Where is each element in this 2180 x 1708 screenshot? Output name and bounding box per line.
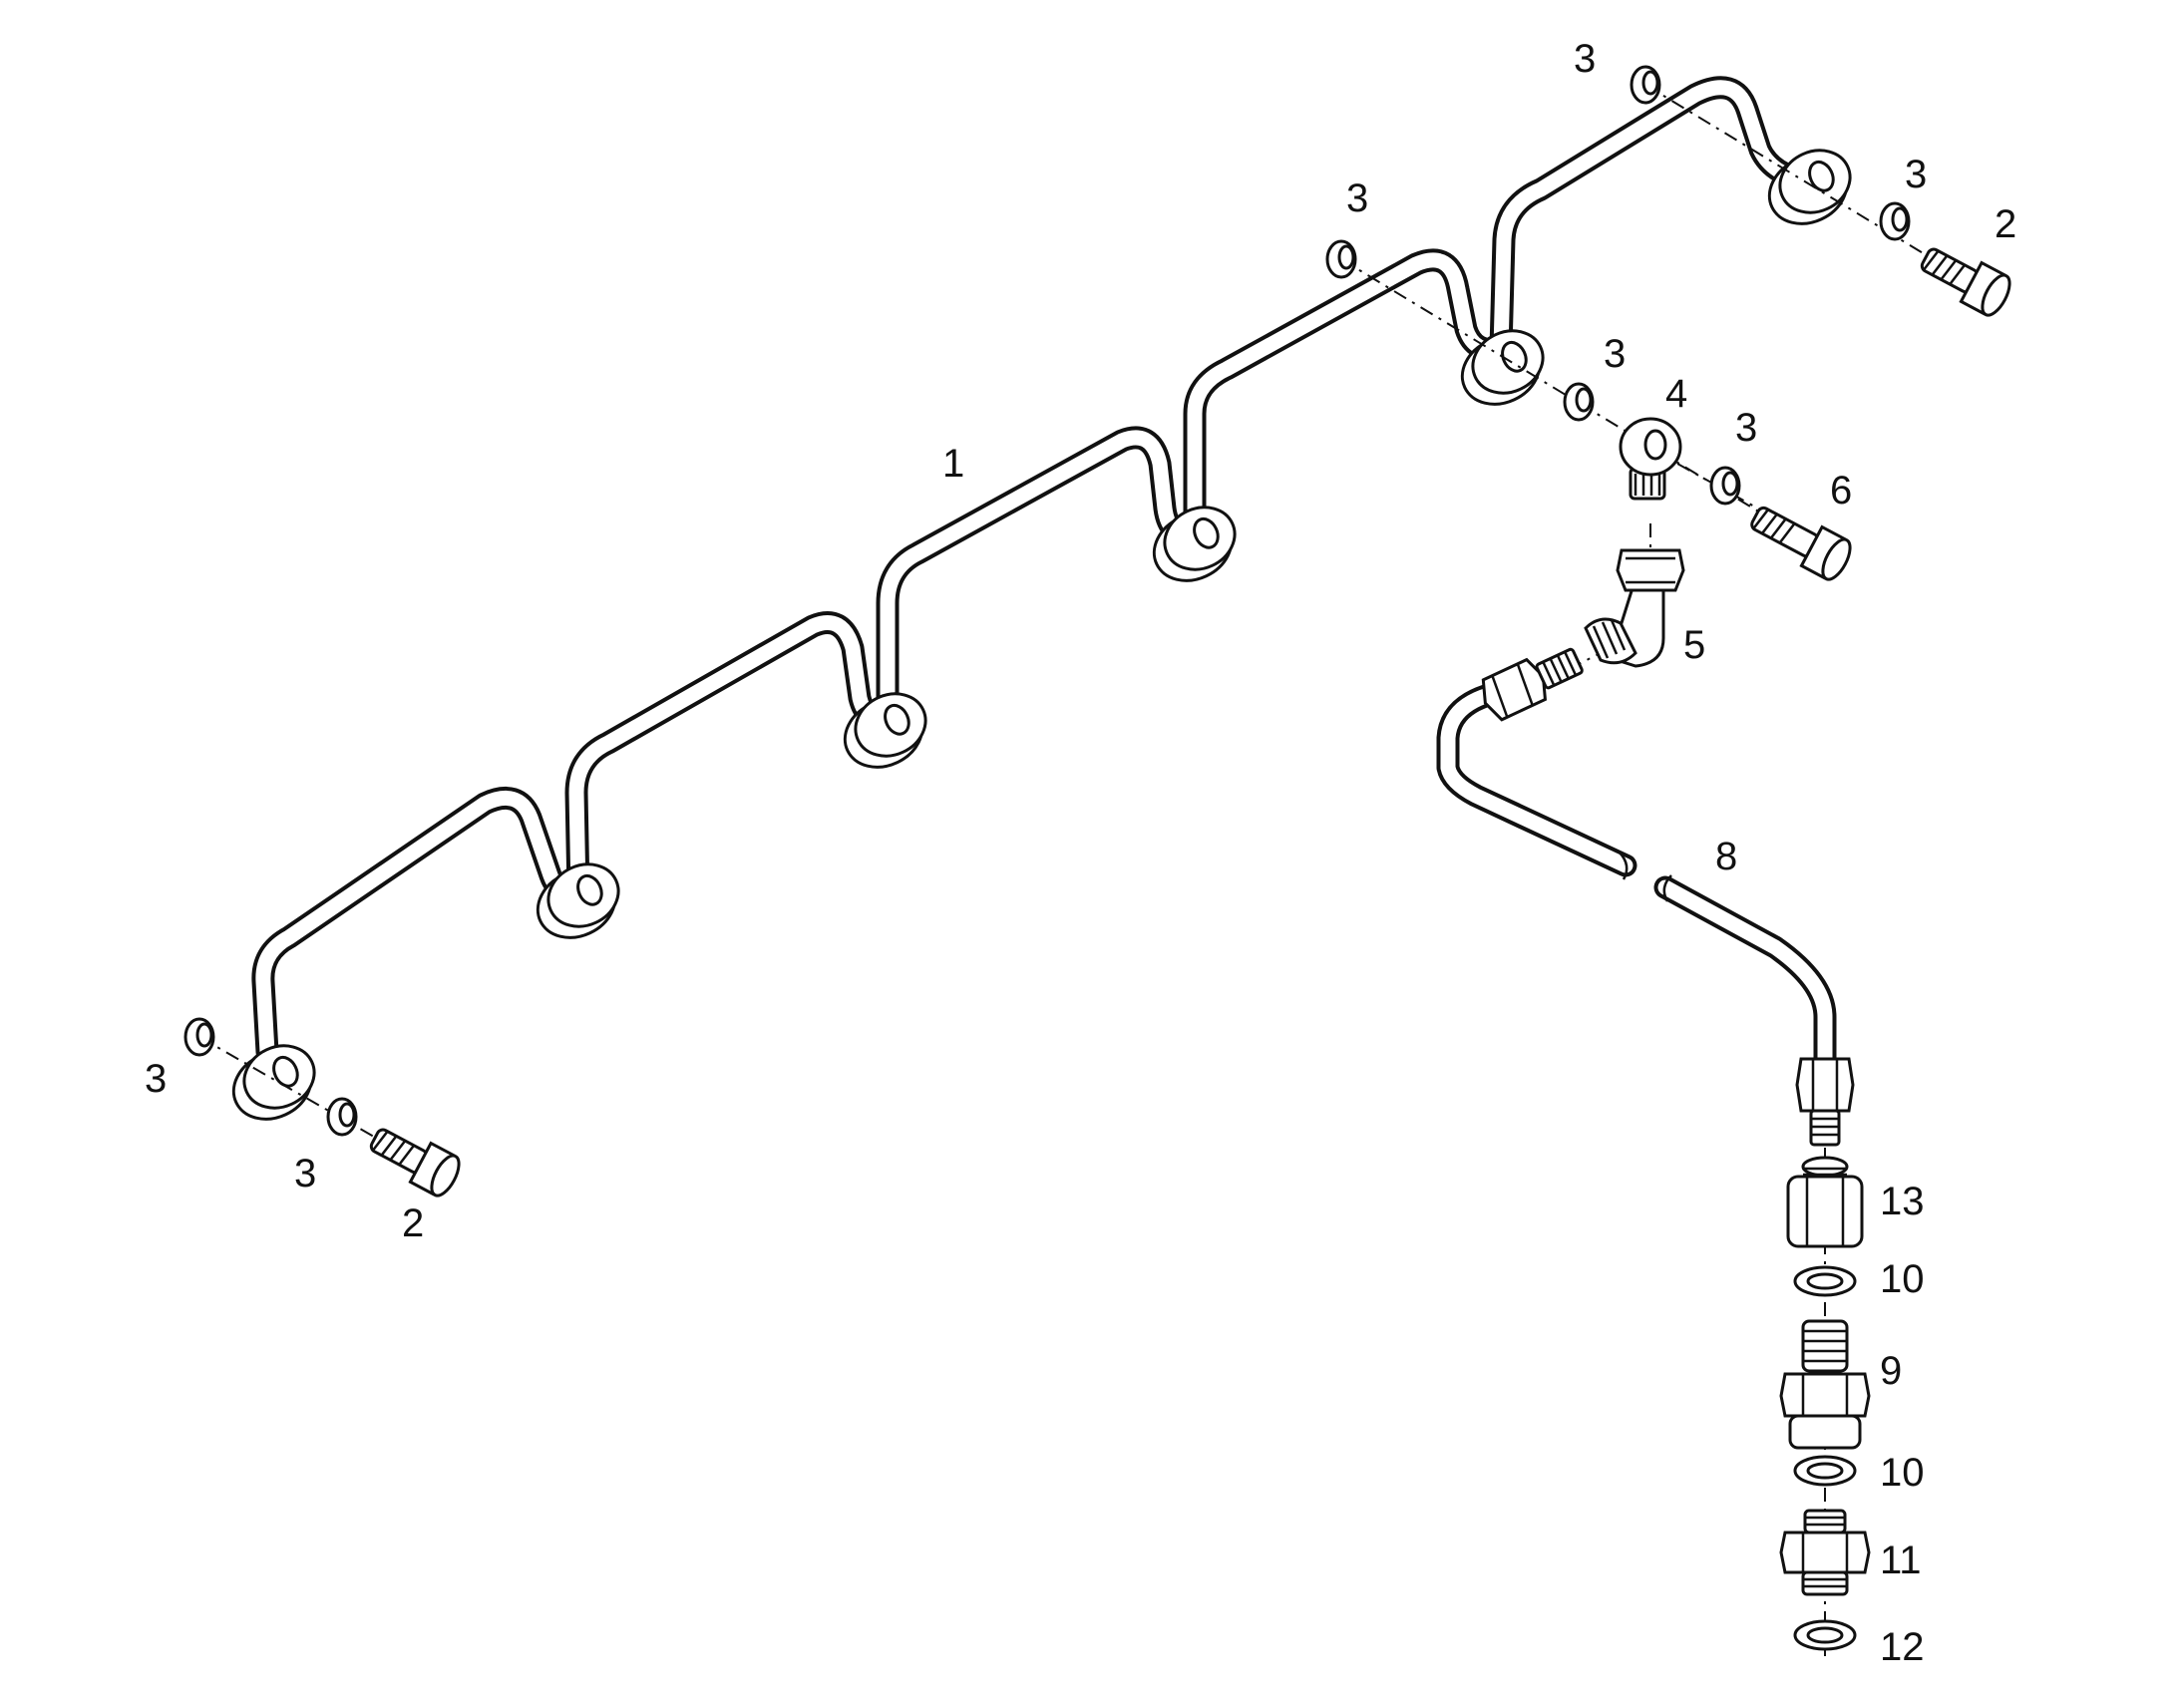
banjo-bolt-6 (1750, 506, 1852, 581)
callout-2-left: 2 (402, 1201, 424, 1245)
sealing-ring-12 (1793, 1619, 1857, 1651)
callout-3-top-inner: 3 (1905, 153, 1927, 196)
callout-5: 5 (1683, 623, 1705, 667)
callout-3-left-inner: 3 (294, 1152, 316, 1196)
banjo-eye-1 (231, 1044, 316, 1121)
adapter-13 (1786, 1156, 1864, 1248)
washer-3-fitting (1709, 466, 1741, 506)
fuel-line-8 (1436, 647, 1855, 1147)
banjo-eye-6 (1767, 149, 1852, 225)
callout-4: 4 (1665, 372, 1687, 416)
sealing-ring-10-upper (1793, 1265, 1857, 1297)
callout-3-mid-inner: 3 (1604, 332, 1626, 376)
banjo-bolt-2-right (1920, 247, 2011, 317)
callout-10-lower: 10 (1880, 1451, 1925, 1495)
callout-labels: 1 2 2 3 3 3 3 3 3 3 4 5 6 8 13 10 9 10 1… (145, 37, 2016, 1669)
banjo-eye-4 (1152, 506, 1237, 582)
washer-3-top-inner (1879, 201, 1911, 241)
callout-8: 8 (1715, 835, 1737, 878)
sealing-ring-10-lower (1793, 1455, 1857, 1487)
nipple-11 (1779, 1509, 1871, 1596)
banjo-bolt-2-left (369, 1128, 461, 1197)
callout-1: 1 (942, 442, 964, 486)
washer-3-mid-outer (1325, 239, 1357, 279)
callout-3-top-outer: 3 (1574, 37, 1596, 81)
callout-6: 6 (1830, 469, 1852, 512)
washer-3-top-outer (1630, 65, 1661, 105)
callout-11: 11 (1880, 1538, 1922, 1582)
callout-3-mid-outer: 3 (1346, 176, 1368, 220)
banjo-eye-5 (1460, 329, 1545, 406)
assembly-axes (198, 84, 1926, 1660)
callout-10-upper: 10 (1880, 1257, 1925, 1301)
fuel-manifold-tube (251, 76, 1827, 1064)
elbow-fitting-5 (1584, 548, 1685, 668)
check-valve-9 (1779, 1319, 1871, 1450)
banjo-eye-3 (843, 692, 927, 769)
banjo-fitting-4 (1619, 417, 1682, 501)
callout-12: 12 (1880, 1625, 1925, 1669)
callout-2-right: 2 (1995, 202, 2016, 246)
washer-3-left-inner (326, 1097, 358, 1137)
callout-9: 9 (1880, 1349, 1902, 1393)
banjo-eye-2 (536, 862, 620, 939)
washer-3-left-outer (183, 1017, 215, 1057)
callout-3-left-outer: 3 (145, 1057, 167, 1101)
callout-3-fitting: 3 (1735, 406, 1757, 450)
washer-3-mid-inner (1563, 382, 1595, 422)
callout-13: 13 (1880, 1180, 1925, 1223)
